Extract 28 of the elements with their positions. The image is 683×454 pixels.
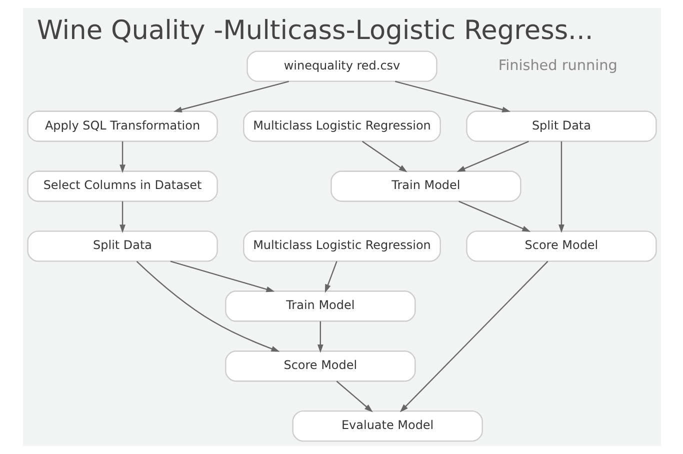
node-box: Score Model: [224, 350, 416, 382]
arrow: [316, 321, 323, 353]
node-box: Train Model: [330, 170, 521, 202]
diagram-title: Wine Quality -Multicass-Logistic Regress...: [36, 16, 593, 46]
arrow: [558, 141, 564, 233]
node-box: Split Data: [466, 110, 656, 142]
arrow: [399, 260, 548, 412]
node-box: Split Data: [26, 230, 218, 262]
arrow: [324, 261, 337, 293]
node-box: Apply SQL Transformation: [26, 110, 218, 142]
arrow: [336, 380, 372, 412]
arrow: [394, 80, 510, 112]
arrow: [458, 200, 530, 232]
node-box: Evaluate Model: [292, 410, 482, 442]
arrow: [456, 140, 528, 172]
node-box: Multiclass Logistic Regression: [242, 230, 440, 262]
node-box: Score Model: [466, 230, 656, 262]
arrow: [119, 141, 125, 174]
node-box: Multiclass Logistic Regression: [242, 110, 440, 142]
arrow: [170, 260, 274, 292]
arrow: [136, 260, 280, 352]
label: Finished running: [498, 58, 617, 74]
arrow: [172, 80, 289, 112]
arrow: [361, 140, 407, 172]
node-box: Train Model: [224, 290, 416, 322]
arrow: [119, 201, 125, 233]
node-box: Select Columns in Dataset: [26, 170, 218, 202]
node-box: winequality red.csv: [246, 50, 437, 82]
